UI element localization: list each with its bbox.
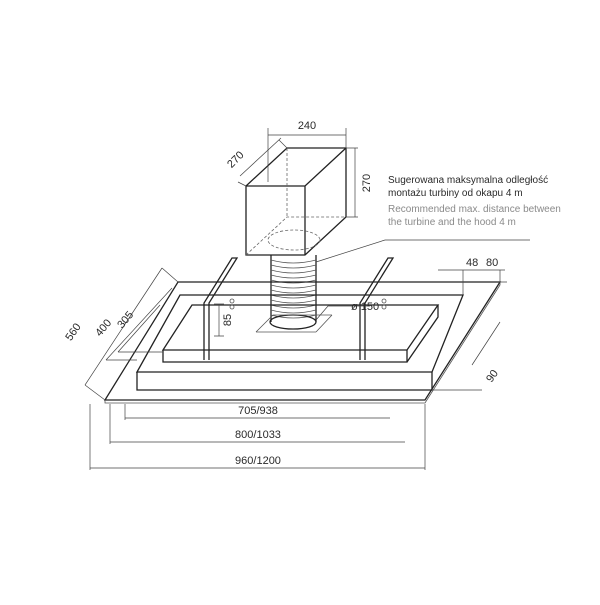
dim-total-depth-560: 560 xyxy=(63,321,83,343)
turbine-box xyxy=(245,147,347,256)
installation-note: Sugerowana maksymalna odległość montażu … xyxy=(388,175,561,228)
turbine-outlet-ellipse xyxy=(267,229,321,251)
suspension-rods xyxy=(203,257,395,360)
dim-frame-48: 48 xyxy=(466,257,478,269)
duct-base-plate xyxy=(255,314,333,333)
flexible-duct xyxy=(255,255,333,333)
note-en-line2: the turbine and the hood 4 m xyxy=(388,217,516,228)
hood-inner-body xyxy=(161,304,440,363)
dim-box-width: 240 xyxy=(298,120,316,132)
dim-width-outer: 960/1200 xyxy=(235,455,281,467)
note-en-line1: Recommended max. distance between xyxy=(388,204,561,215)
dim-outlet-diameter: ø 150 xyxy=(351,301,379,313)
hood-outer-frame xyxy=(103,281,502,404)
dim-frame-90: 90 xyxy=(484,368,501,385)
dim-frame-80: 80 xyxy=(486,257,498,269)
dimension-lines xyxy=(84,128,530,470)
dim-width-mid: 800/1033 xyxy=(235,429,281,441)
dim-box-depth: 270 xyxy=(225,149,246,170)
dim-box-height: 270 xyxy=(361,174,373,192)
dim-inner-depth-400: 400 xyxy=(93,317,114,339)
dim-width-inner: 705/938 xyxy=(238,405,278,417)
note-pl-line2: montażu turbiny od okapu 4 m xyxy=(388,188,523,199)
dim-rod-height: 85 xyxy=(222,314,234,326)
note-pl-line1: Sugerowana maksymalna odległość xyxy=(388,175,548,186)
